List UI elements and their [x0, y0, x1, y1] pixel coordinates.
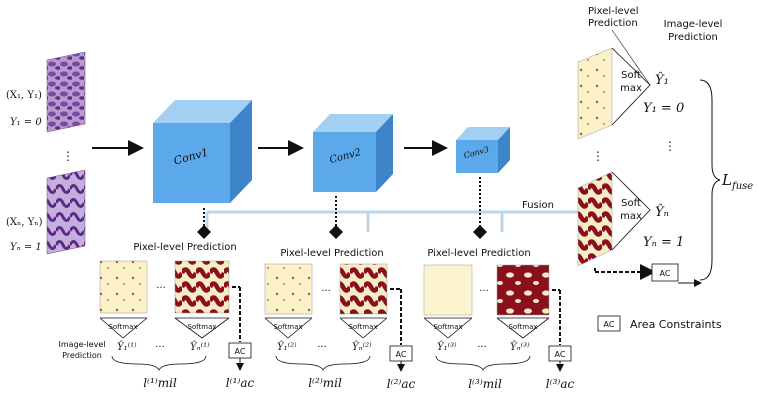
fuse-ac-box — [651, 263, 679, 282]
softmax-funnel-first — [423, 317, 473, 339]
softmax-funnel-first — [264, 317, 313, 339]
branch-dots: ··· — [479, 286, 489, 297]
pixel-mask-last — [496, 264, 550, 316]
fuse-softmax-top-1: Soft — [621, 70, 641, 81]
pred-last: Ŷₙ⁽¹⁾ — [190, 341, 210, 353]
input-pair-first: (X₁, Y₁) — [6, 90, 42, 101]
mil-brace — [435, 355, 531, 371]
fuse-mask-bottom — [577, 171, 613, 267]
branch-2: Pixel-level Prediction ··· Softmax Softm… — [264, 248, 416, 391]
conv-block-3: Conv3 — [456, 127, 510, 173]
ac-box-label: AC — [555, 350, 566, 359]
fuse-softmax-bottom — [611, 171, 651, 251]
pixel-mask-last — [339, 263, 388, 315]
branch-dots: ··· — [321, 286, 331, 297]
softmax-funnel-last — [339, 317, 388, 339]
mil-loss: l⁽¹⁾mil — [143, 376, 177, 390]
fuse-ellipsis-left: ⋮ — [592, 149, 604, 163]
mil-loss: l⁽³⁾mil — [468, 377, 502, 391]
softmax-funnel-last — [496, 317, 550, 339]
input-ellipsis: ⋮ — [62, 149, 74, 163]
branch-title: Pixel-level Prediction — [280, 248, 383, 259]
branch-title: Pixel-level Prediction — [427, 248, 530, 259]
fuse-image-header-1: Image-level — [664, 19, 723, 30]
branch-dots: ··· — [317, 342, 327, 353]
branch-dots: ··· — [477, 342, 487, 353]
fuse-image-header-2: Prediction — [668, 32, 718, 43]
image-level-label-line2: Prediction — [62, 351, 102, 360]
fuse-softmax-top-2: max — [620, 83, 642, 94]
pred-first: Ŷ₁⁽¹⁾ — [117, 341, 137, 353]
input-label-last: Yₙ = 1 — [10, 242, 42, 253]
input-image-first — [46, 51, 86, 133]
fuse-pixel-header-2: Prediction — [588, 18, 638, 29]
softmax-funnel-last — [174, 317, 230, 339]
softmax-label: Softmax — [108, 323, 137, 331]
branch-title: Pixel-level Prediction — [133, 242, 236, 253]
fuse-ac-label: AC — [660, 269, 671, 278]
fuse-loss-sub: fuse — [731, 181, 753, 192]
pixel-mask-last — [174, 260, 230, 314]
softmax-label: Softmax — [433, 323, 462, 331]
pixel-mask-first — [423, 264, 473, 316]
fuse-brace — [699, 79, 721, 281]
ac-loss: l⁽³⁾ac — [546, 377, 575, 391]
fuse-label-top: Y₁ = 0 — [643, 101, 684, 116]
fuse-ellipsis-right: ⋮ — [664, 139, 676, 153]
branch-dots: ··· — [155, 342, 165, 353]
fuse-pred-top: Ŷ₁ — [655, 72, 669, 88]
conv-block-2: Conv2 — [313, 114, 393, 192]
mil-brace — [111, 355, 207, 371]
branch-1: Pixel-level Prediction ··· Softmax Softm… — [99, 242, 255, 390]
conv-block-1: Conv1 — [153, 100, 252, 203]
mil-loss: l⁽²⁾mil — [308, 376, 342, 390]
fuse-panel: Pixel-level Prediction Image-level Predi… — [577, 6, 753, 287]
softmax-label: Softmax — [273, 323, 302, 331]
branch-3: Pixel-level Prediction ··· Softmax Softm… — [423, 248, 575, 391]
ac-box-label: AC — [396, 350, 407, 359]
image-level-label-line1: Image-level — [59, 340, 106, 349]
softmax-funnel-first — [99, 317, 148, 339]
ac-loss: l⁽²⁾ac — [387, 377, 416, 391]
ac-box-label: AC — [235, 347, 246, 356]
input-column: (X₁, Y₁) Y₁ = 0 ⋮ (Xₙ, Yₙ) Yₙ = 1 — [6, 51, 86, 255]
softmax-label: Softmax — [508, 323, 537, 331]
legend: AC Area Constraints — [597, 315, 722, 332]
fuse-pred-bottom: Ŷₙ — [655, 204, 669, 220]
fuse-loss: L — [721, 171, 732, 189]
input-pair-last: (Xₙ, Yₙ) — [6, 217, 43, 228]
fusion-path: Fusion — [205, 200, 578, 232]
input-image-last — [46, 169, 86, 255]
softmax-label: Softmax — [348, 323, 377, 331]
fuse-pixel-header-1: Pixel-level — [588, 6, 639, 17]
pred-last: Ŷₙ⁽³⁾ — [510, 341, 530, 353]
fuse-label-bottom: Yₙ = 1 — [643, 235, 684, 250]
pred-first: Ŷ₁⁽²⁾ — [277, 341, 297, 353]
branch-dots: ··· — [156, 283, 166, 294]
softmax-label: Softmax — [187, 323, 216, 331]
legend-ac-box-label: AC — [604, 320, 615, 329]
fusion-label: Fusion — [522, 200, 554, 211]
pred-first: Ŷ₁⁽³⁾ — [437, 341, 457, 353]
pred-last: Ŷₙ⁽²⁾ — [352, 341, 372, 353]
pixel-mask-first — [99, 260, 148, 314]
pixel-mask-first — [264, 263, 313, 315]
input-label-first: Y₁ = 0 — [10, 117, 42, 128]
legend-text: Area Constraints — [630, 318, 722, 331]
legend-ac-box — [597, 315, 621, 332]
ac-loss: l⁽¹⁾ac — [226, 376, 255, 390]
fuse-softmax-bottom-2: max — [620, 211, 642, 222]
mil-brace — [275, 355, 371, 371]
fuse-mask-top — [577, 47, 613, 140]
fuse-softmax-bottom-1: Soft — [621, 198, 641, 209]
